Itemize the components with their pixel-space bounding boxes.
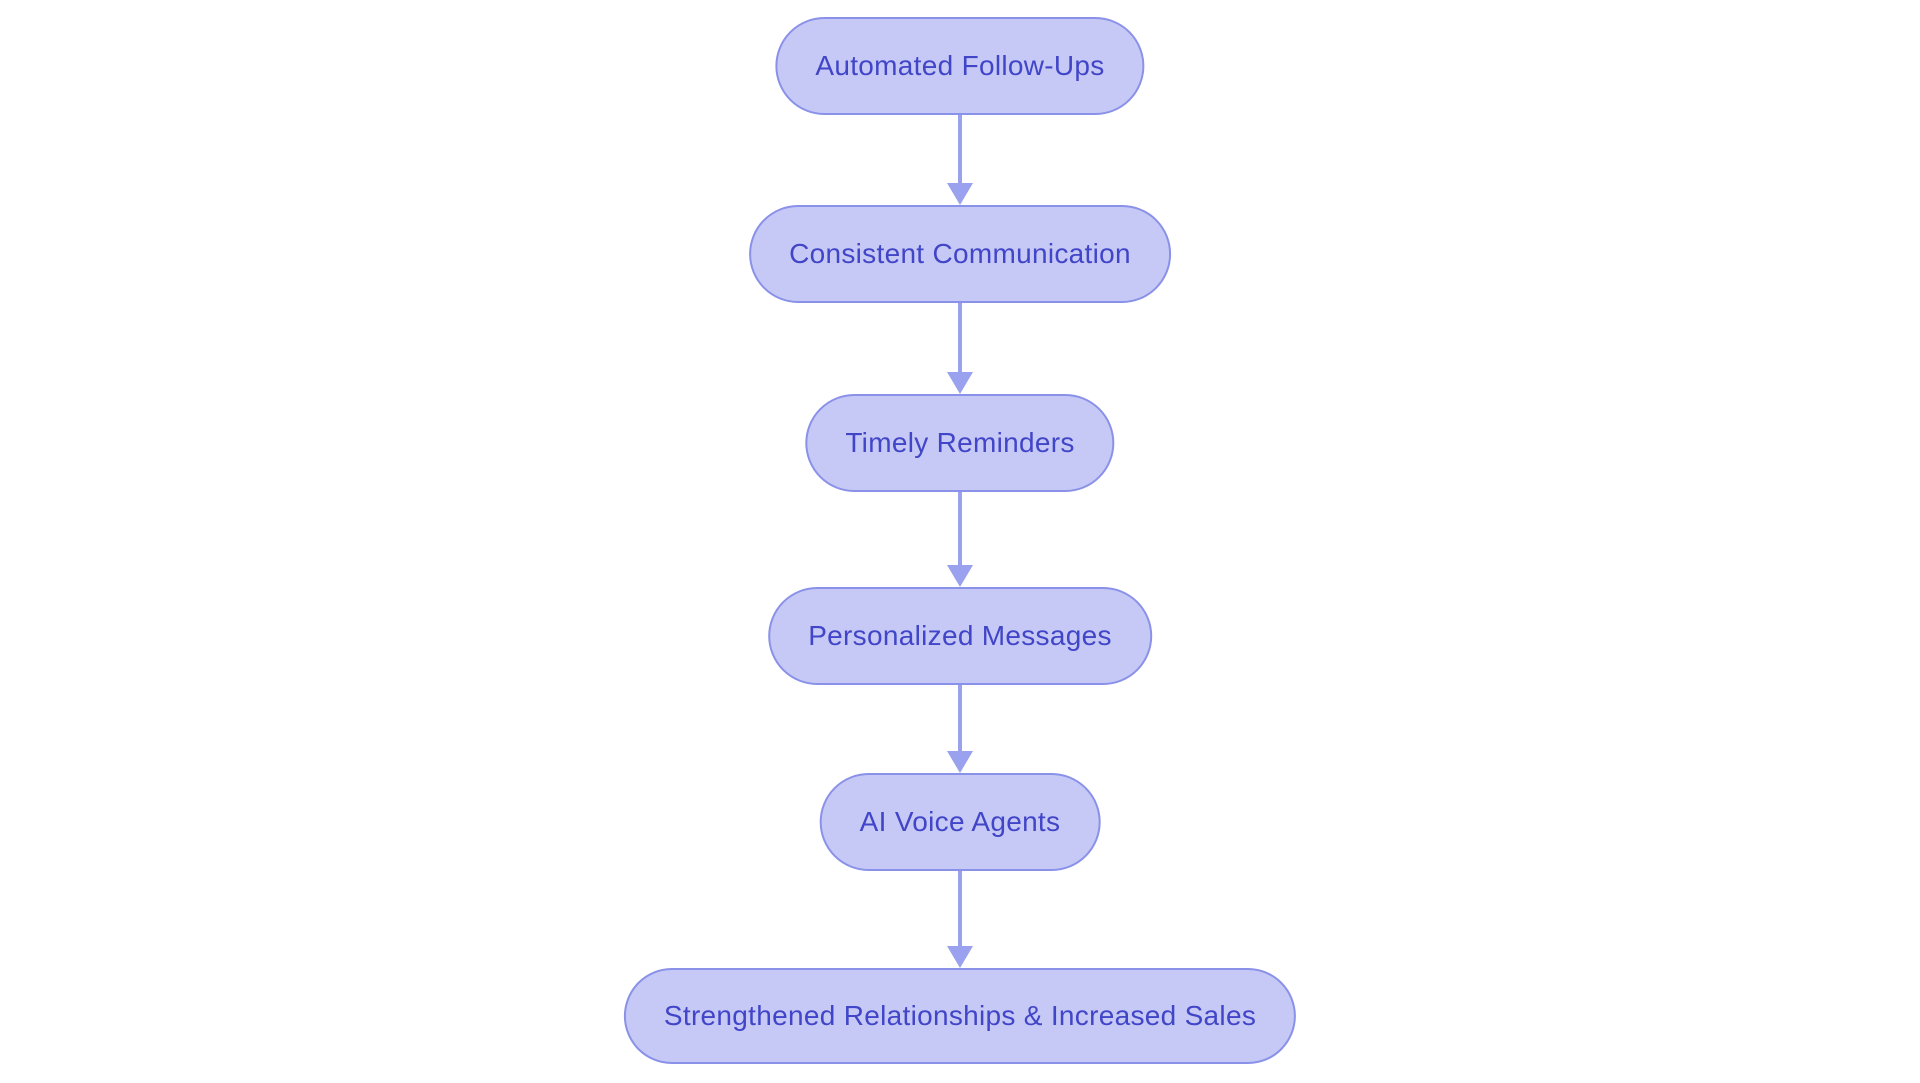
node-label: Personalized Messages [808, 620, 1112, 651]
arrow-down-icon [947, 183, 973, 205]
flow-node-strengthened-relationships-increased-sales: Strengthened Relationships & Increased S… [623, 968, 1297, 1064]
arrow-line [958, 871, 962, 946]
node-label: Automated Follow-Ups [815, 50, 1105, 81]
node-label: Strengthened Relationships & Increased S… [663, 1000, 1257, 1031]
flow-node-timely-reminders: Timely Reminders [805, 394, 1115, 492]
arrow-line [958, 685, 962, 751]
arrow-line [958, 303, 962, 372]
arrow-down-icon [947, 946, 973, 968]
node-label: Timely Reminders [845, 427, 1075, 458]
connector-arrow [947, 303, 973, 394]
flow-node-ai-voice-agents: AI Voice Agents [819, 773, 1101, 871]
arrow-line [958, 492, 962, 565]
connector-arrow [947, 492, 973, 587]
connector-arrow [947, 871, 973, 968]
arrow-line [958, 115, 962, 183]
connector-arrow [947, 115, 973, 205]
arrow-down-icon [947, 565, 973, 587]
arrow-down-icon [947, 751, 973, 773]
node-label: AI Voice Agents [859, 806, 1061, 837]
flow-node-consistent-communication: Consistent Communication [749, 205, 1171, 303]
connector-arrow [947, 685, 973, 773]
flow-node-personalized-messages: Personalized Messages [768, 587, 1152, 685]
node-label: Consistent Communication [789, 238, 1131, 269]
arrow-down-icon [947, 372, 973, 394]
flow-node-automated-follow-ups: Automated Follow-Ups [775, 17, 1145, 115]
